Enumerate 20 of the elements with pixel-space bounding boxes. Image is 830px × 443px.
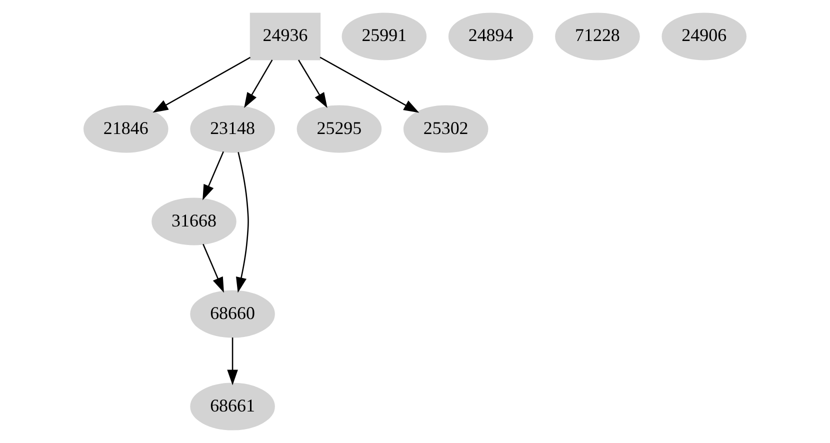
node-box: 24936: [250, 12, 321, 60]
arrow: [202, 244, 224, 293]
node-ellipse: 25991: [342, 12, 427, 60]
node-ellipse: 23148: [190, 105, 275, 153]
node-ellipse: 71228: [555, 12, 640, 60]
arrow: [227, 338, 238, 386]
node-ellipse: 25295: [296, 105, 382, 153]
node-ellipse: 24906: [662, 12, 746, 60]
arrow: [244, 60, 273, 108]
node-ellipse: 68661: [190, 382, 275, 430]
arrow: [152, 56, 251, 113]
arrow: [202, 151, 224, 200]
arrow: [320, 56, 420, 113]
node-ellipse: 68660: [190, 290, 275, 338]
node-ellipse: 24894: [448, 12, 534, 60]
arrow: [298, 60, 328, 108]
node-ellipse: 25302: [403, 105, 488, 153]
node-ellipse: 31668: [152, 198, 236, 246]
arrow: [236, 152, 249, 293]
node-ellipse: 21846: [84, 105, 168, 153]
